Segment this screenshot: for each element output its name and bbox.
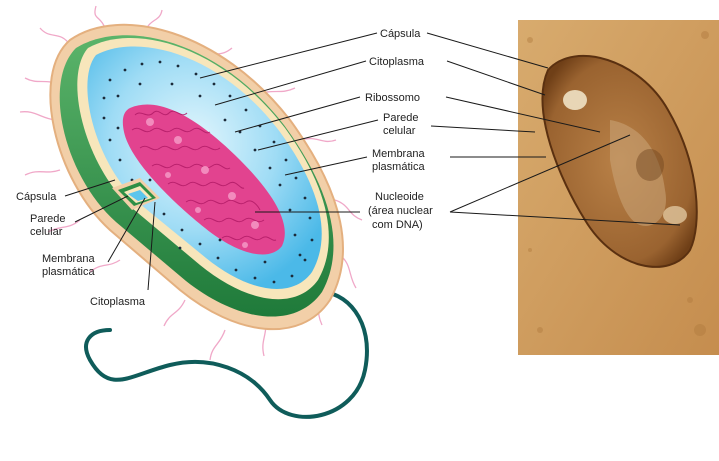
label-left-parede-1: Parede (30, 213, 65, 225)
label-membrana-1: Membrana (372, 148, 425, 160)
label-left-parede-2: celular (30, 226, 63, 238)
label-left-membrana-1: Membrana (42, 253, 95, 265)
label-parede-1: Parede (383, 112, 418, 124)
labels-right: Cápsula Citoplasma Ribossomo Parede celu… (365, 28, 433, 231)
micrograph-vacuole (563, 90, 587, 110)
micrograph-photo (518, 20, 719, 355)
label-parede-2: celular (383, 125, 416, 137)
label-capsula: Cápsula (380, 28, 421, 40)
label-left-citoplasma: Citoplasma (90, 296, 146, 308)
label-citoplasma: Citoplasma (369, 56, 425, 68)
label-nucleoide-2: (área nuclear (368, 205, 433, 217)
label-nucleoide-1: Nucleoide (375, 191, 424, 203)
label-membrana-2: plasmática (372, 161, 425, 173)
bacterium-illustration (20, 6, 367, 417)
label-ribossomo: Ribossomo (365, 92, 420, 104)
label-left-membrana-2: plasmática (42, 266, 95, 278)
label-left-capsula: Cápsula (16, 191, 57, 203)
label-nucleoide-3: com DNA) (372, 219, 423, 231)
